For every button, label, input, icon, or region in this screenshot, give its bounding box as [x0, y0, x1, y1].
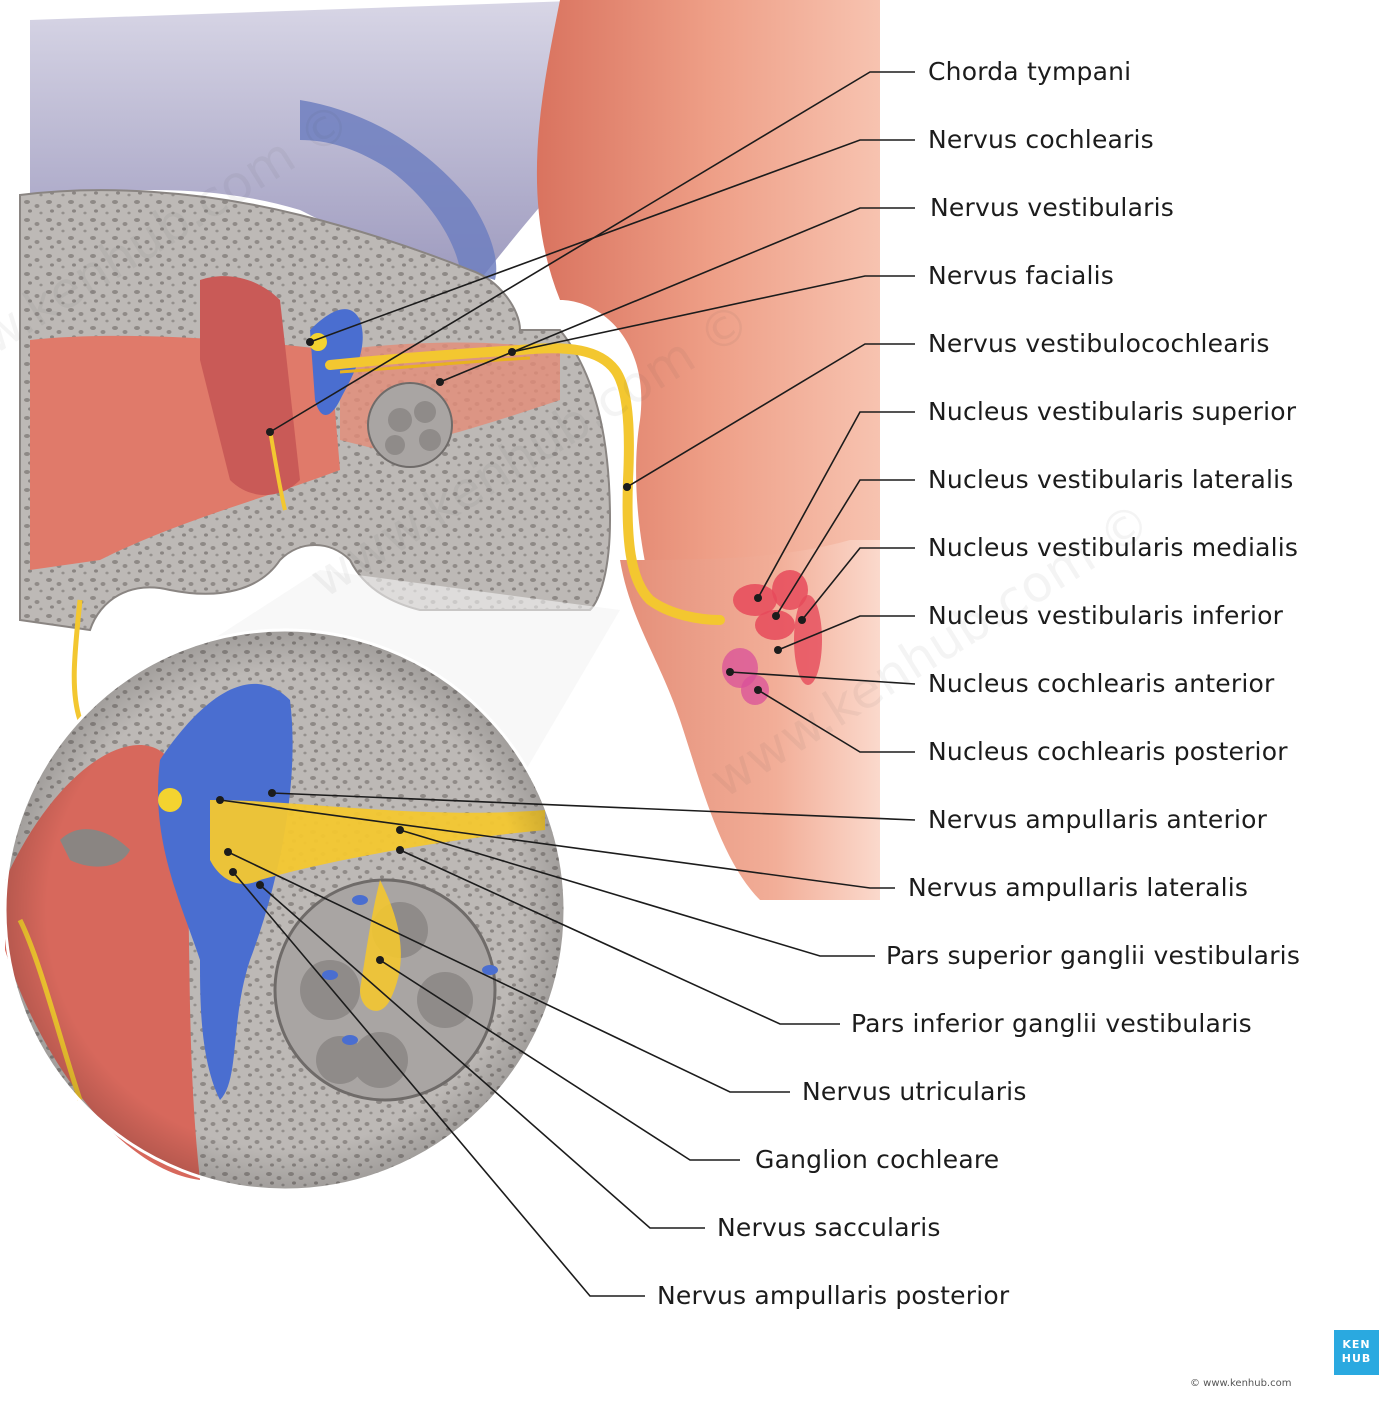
sinus-vessel: [300, 100, 497, 280]
label-ganglion-cochleare: Ganglion cochleare: [755, 1145, 1000, 1174]
label-nervus-ampullaris-lateralis: Nervus ampullaris lateralis: [908, 873, 1249, 902]
tympanic-region: [200, 276, 300, 495]
label-chorda-tympani: Chorda tympani: [928, 57, 1132, 86]
label-nucleus-vestibularis-lateralis: Nucleus vestibularis lateralis: [928, 465, 1294, 494]
nerve-strand-upper: [339, 356, 531, 374]
chorda-strand: [268, 429, 287, 511]
label-nervus-utricularis: Nervus utricularis: [802, 1077, 1027, 1106]
label-nucleus-vestibularis-medialis: Nucleus vestibularis medialis: [928, 533, 1299, 562]
label-pars-superior-ganglii-vestibularis: Pars superior ganglii vestibularis: [886, 941, 1301, 970]
logo-line-1: KEN: [1342, 1338, 1371, 1351]
kenhub-logo: KEN HUB: [1334, 1330, 1379, 1375]
label-pars-inferior-ganglii-vestibularis: Pars inferior ganglii vestibularis: [851, 1009, 1252, 1038]
leader-lines: [219, 71, 916, 1297]
label-nucleus-vestibularis-inferior: Nucleus vestibularis inferior: [928, 601, 1284, 630]
nerve-bundle-upper: [325, 343, 725, 625]
magnified-view: [3, 628, 567, 1192]
label-nucleus-cochlearis-posterior: Nucleus cochlearis posterior: [928, 737, 1288, 766]
label-nervus-cochlearis: Nervus cochlearis: [928, 125, 1154, 154]
label-nucleus-cochlearis-anterior: Nucleus cochlearis anterior: [928, 669, 1275, 698]
facial-descending: [71, 599, 83, 721]
copyright-text: © www.kenhub.com: [1190, 1378, 1292, 1389]
label-nervus-vestibulocochlearis: Nervus vestibulocochlearis: [928, 329, 1270, 358]
logo-line-2: HUB: [1341, 1352, 1372, 1365]
label-nervus-facialis: Nervus facialis: [928, 261, 1115, 290]
label-nucleus-vestibularis-superior: Nucleus vestibularis superior: [928, 397, 1297, 426]
label-nervus-vestibularis: Nervus vestibularis: [930, 193, 1174, 222]
cochlear-nuclei: [722, 648, 769, 705]
label-nervus-saccularis: Nervus saccularis: [717, 1213, 941, 1242]
label-nervus-ampullaris-posterior: Nervus ampullaris posterior: [657, 1281, 1010, 1310]
leader-dots: [216, 338, 806, 964]
cochlea-upper: [367, 382, 453, 468]
label-nervus-ampullaris-anterior: Nervus ampullaris anterior: [928, 805, 1268, 834]
